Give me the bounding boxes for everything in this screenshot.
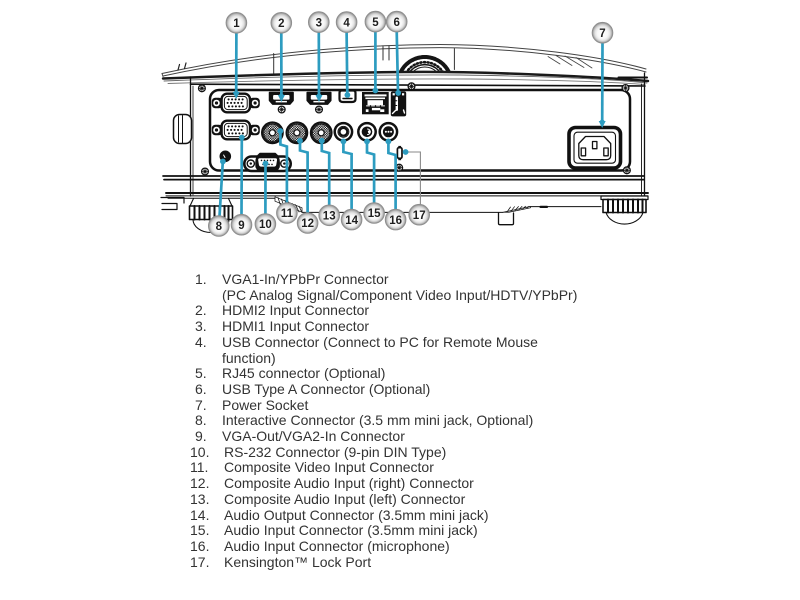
svg-text:16: 16 [389,215,402,227]
svg-text:10: 10 [259,219,272,231]
svg-text:13: 13 [323,211,336,223]
svg-text:2: 2 [278,18,284,30]
svg-text:11: 11 [281,208,294,220]
svg-text:6: 6 [393,17,399,29]
svg-text:1: 1 [233,18,240,30]
svg-text:4: 4 [343,17,350,29]
svg-text:7: 7 [599,28,605,40]
svg-text:9: 9 [238,220,244,232]
svg-text:3: 3 [316,17,322,29]
svg-text:5: 5 [372,17,379,29]
svg-text:12: 12 [301,218,314,230]
svg-text:8: 8 [216,221,223,233]
svg-text:15: 15 [368,208,381,220]
svg-text:17: 17 [413,210,426,222]
svg-text:14: 14 [345,215,358,227]
